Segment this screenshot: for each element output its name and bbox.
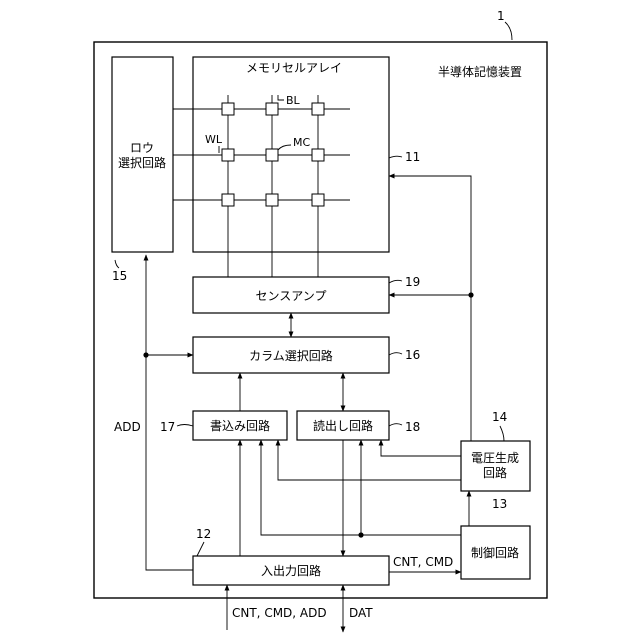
voltage-gen-ref-leader xyxy=(500,426,504,441)
voltage-gen-label-1: 電圧生成 xyxy=(471,451,519,465)
sense-amp-label: センスアンプ xyxy=(256,289,327,303)
external-input-label: CNT, CMD, ADD xyxy=(232,606,327,620)
add-label: ADD xyxy=(114,420,141,434)
io-label: 入出力回路 xyxy=(261,563,321,578)
device-title: 半導体記憶装置 xyxy=(438,64,522,79)
control-ref: 13 xyxy=(492,497,507,511)
device-ref-leader xyxy=(505,22,512,40)
bl-label: BL xyxy=(286,94,301,107)
array-ref: 11 xyxy=(405,150,420,164)
cnt-cmd-label: CNT, CMD xyxy=(393,555,453,569)
voltage-junction xyxy=(468,292,473,297)
sense-amp-ref: 19 xyxy=(405,275,420,289)
write-circuit-ref: 17 xyxy=(160,420,175,434)
voltage-to-read-arrow xyxy=(381,440,461,456)
read-circuit-label: 読出し回路 xyxy=(313,418,373,433)
device-ref: 1 xyxy=(497,9,505,23)
write-circuit-label: 書込み回路 xyxy=(210,418,270,433)
memory-cell xyxy=(222,194,234,206)
column-select-ref-leader xyxy=(389,353,402,355)
control-label: 制御回路 xyxy=(471,545,519,560)
dat-label: DAT xyxy=(349,606,373,620)
row-select-ref-leader xyxy=(115,260,119,268)
memory-cell xyxy=(266,194,278,206)
memory-cell xyxy=(312,194,324,206)
array-title: メモリセルアレイ xyxy=(246,61,342,75)
row-select-label-1: ロウ xyxy=(130,141,154,155)
add-junction xyxy=(143,352,148,357)
memory-cell xyxy=(266,103,278,115)
voltage-to-write-arrow xyxy=(278,440,461,480)
read-circuit-ref: 18 xyxy=(405,420,420,434)
memory-cell xyxy=(266,149,278,161)
memory-cell xyxy=(222,103,234,115)
io-ref-leader xyxy=(197,542,204,556)
io-ref: 12 xyxy=(196,527,211,541)
column-select-label: カラム選択回路 xyxy=(249,348,333,363)
wl-label: WL xyxy=(205,133,223,146)
add-to-row-select-arrow xyxy=(146,255,193,570)
control-junction xyxy=(358,532,363,537)
read-circuit-ref-leader xyxy=(389,424,402,426)
voltage-gen-label-2: 回路 xyxy=(483,465,507,480)
write-circuit-ref-leader xyxy=(177,425,193,427)
voltage-gen-ref: 14 xyxy=(492,410,507,424)
memory-cell xyxy=(222,149,234,161)
row-select-ref: 15 xyxy=(112,269,127,283)
memory-cell xyxy=(312,149,324,161)
column-select-ref: 16 xyxy=(405,348,420,362)
sense-amp-ref-leader xyxy=(389,280,402,283)
array-ref-leader xyxy=(389,156,402,158)
memory-cell xyxy=(312,103,324,115)
row-select-label-2: 選択回路 xyxy=(118,155,166,170)
voltage-to-array-arrow xyxy=(389,176,471,441)
mc-label: MC xyxy=(293,136,310,149)
